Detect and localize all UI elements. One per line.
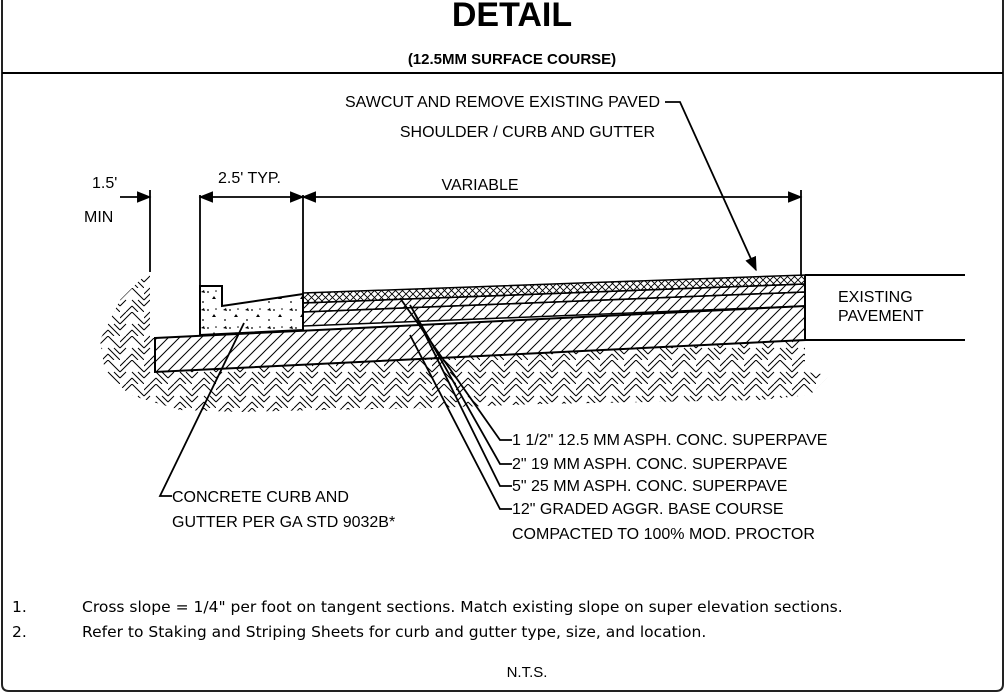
layer-leader-4 [409,334,512,510]
note-2: 2. Refer to Staking and Striping Sheets f… [0,623,1003,641]
layer-label-3: 5" 25 MM ASPH. CONC. SUPERPAVE [512,478,787,495]
detail-subtitle: (12.5MM SURFACE COURSE) [408,51,616,68]
layer-leader-3 [414,313,512,487]
detail-title: DETAIL [452,0,572,34]
dim-label-min: MIN [84,209,113,226]
curb-label-line2: GUTTER PER GA STD 9032B* [172,514,395,531]
layer-label-4-extra: COMPACTED TO 100% MOD. PROCTOR [512,526,815,543]
dim-label-typ: 2.5' TYP. [218,170,281,187]
layer-label-4: 12" GRADED AGGR. BASE COURSE [512,501,784,518]
scale-note: N.T.S. [507,664,548,681]
note-1: 1. Cross slope = 1/4" per foot on tangent… [0,598,1003,616]
concrete-curb-gutter [199,285,304,337]
sawcut-label-line1: SAWCUT AND REMOVE EXISTING PAVED [345,94,660,111]
note-1-number: 1. [12,598,27,616]
dim-label-min-value: 1.5' [92,175,117,192]
sawcut-label-line2: SHOULDER / CURB AND GUTTER [400,124,655,141]
layer-label-1: 1 1/2" 12.5 MM ASPH. CONC. SUPERPAVE [512,432,827,449]
existing-label-line2: PAVEMENT [838,308,924,325]
curb-leader [158,322,245,497]
dim-label-variable: VARIABLE [441,177,518,194]
note-2-number: 2. [12,623,27,641]
curb-label-line1: CONCRETE CURB AND [172,489,349,506]
sawcut-leader [665,101,757,272]
note-2-text: Refer to Staking and Striping Sheets for… [82,623,707,641]
note-1-text: Cross slope = 1/4" per foot on tangent s… [82,598,843,616]
layer-label-2: 2" 19 MM ASPH. CONC. SUPERPAVE [512,456,787,473]
existing-label-line1: EXISTING [838,289,913,306]
subgrade-hatch [100,272,830,412]
layer-leader-2 [409,304,512,465]
